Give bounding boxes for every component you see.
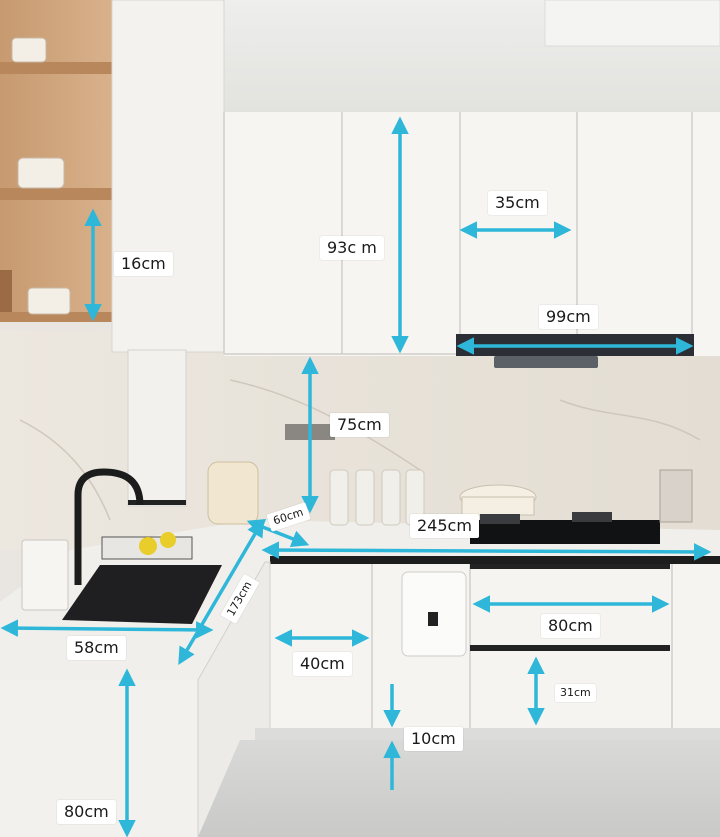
shelf-board xyxy=(0,62,116,74)
bin-handle xyxy=(428,612,438,626)
left-lower-cabinet xyxy=(0,680,198,837)
air-fryer xyxy=(207,461,259,525)
bottle xyxy=(0,270,12,312)
cabinet-trim xyxy=(128,500,186,505)
label-drawer-width: 80cm xyxy=(541,614,600,638)
canister-holder xyxy=(659,469,693,523)
dish-rack xyxy=(21,539,69,611)
lemon xyxy=(139,537,157,555)
burner xyxy=(480,514,520,524)
drawer-handle xyxy=(470,645,670,651)
arrow-counter-run xyxy=(261,541,712,561)
label-wall-cabinet-depth: 35cm xyxy=(488,191,547,215)
lemon xyxy=(160,532,176,548)
floor xyxy=(198,740,720,837)
label-door-width: 40cm xyxy=(293,652,352,676)
label-range-hood-width: 99cm xyxy=(539,305,598,329)
dimension-arrows xyxy=(0,116,712,837)
label-drawer-height: 31cm xyxy=(555,684,596,702)
hood-vent xyxy=(494,356,598,368)
pot-body xyxy=(461,496,535,516)
label-wall-cabinet-height: 93c m xyxy=(320,236,384,260)
faucet xyxy=(74,468,144,585)
label-backsplash-height: 75cm xyxy=(330,413,389,437)
left-wall-cabinet xyxy=(127,349,187,507)
arrow-left-counter-depth xyxy=(178,518,264,666)
label-wall-shelf-gap: 16cm xyxy=(114,252,173,276)
marble-veins xyxy=(19,379,701,521)
label-counter-height: 80cm xyxy=(57,800,116,824)
shelf-board xyxy=(0,312,118,322)
label-toe-kick-height: 10cm xyxy=(404,727,463,751)
upper-cabinets xyxy=(224,112,720,356)
label-counter-run: 245cm xyxy=(410,514,479,538)
shelf-board xyxy=(0,188,118,200)
toe-kick xyxy=(255,728,720,740)
tall-cabinet xyxy=(111,0,225,353)
label-sink-counter-width: 58cm xyxy=(67,636,126,660)
mug xyxy=(11,37,71,315)
glass-jars xyxy=(329,469,425,526)
drawer-handle xyxy=(470,564,670,569)
ceiling-light-panel xyxy=(544,0,720,47)
burner xyxy=(572,512,612,522)
arrow-sink-width xyxy=(0,619,214,639)
countertop-edge xyxy=(270,556,720,564)
